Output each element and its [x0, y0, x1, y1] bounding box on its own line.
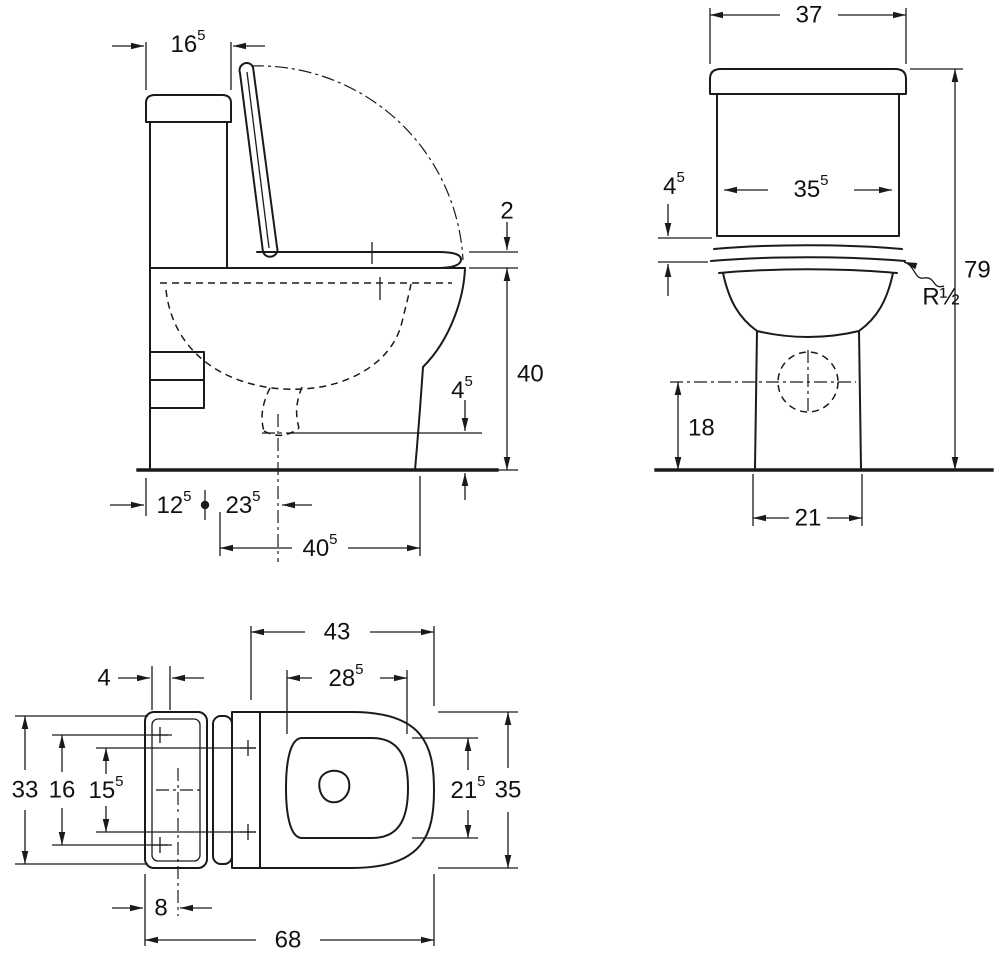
dim-top-opening-length-label: 285 — [328, 661, 363, 692]
dim-side-seat-thickness-label: 2 — [500, 198, 513, 225]
front-view-geometry — [654, 68, 994, 472]
supply-connection — [149, 351, 205, 409]
dim-side-rim-height-label: 40 — [517, 361, 544, 388]
dim-top-seat-width-label: 35 — [495, 777, 522, 804]
open-lid-inner-line — [246, 71, 270, 249]
front-view-dimensions: 37 45 355 79 R½ 18 21 — [658, 2, 991, 532]
dim-side-outlet-setback-label: 235 — [225, 488, 260, 519]
dim-top-bowl-length-label: 43 — [324, 619, 351, 646]
dim-side-rear-clearance-label: 125 — [156, 488, 191, 519]
bowl-opening-plan — [285, 737, 409, 839]
lid-swing-arc — [250, 65, 464, 261]
dim-side-pan-depth-label: 405 — [302, 531, 337, 562]
hinge-tick-marks — [371, 242, 381, 300]
top-view-dimensions: 43 285 4 33 16 155 215 35 8 68 — [12, 619, 522, 954]
seat-profile — [256, 251, 462, 269]
seat-plan-outline — [231, 711, 435, 869]
cistern-body-outline — [149, 121, 228, 269]
side-view: 165 2 40 45 125 235 405 — [110, 27, 544, 562]
water-spot-plan — [318, 769, 351, 804]
side-extension-lines — [145, 42, 518, 556]
side-view-geometry — [136, 62, 499, 562]
top-extension-lines — [15, 626, 518, 946]
trap-hidden — [261, 386, 303, 437]
top-view-geometry — [144, 711, 435, 916]
tank-centre-cross — [156, 768, 200, 916]
front-view: 37 45 355 79 R½ 18 21 — [654, 2, 994, 532]
dim-dot-terminator — [200, 500, 210, 510]
cistern-lid-outline — [145, 94, 232, 123]
cistern-lid-front — [709, 68, 907, 95]
dim-front-tank-width-label: 37 — [796, 2, 823, 29]
dim-top-tank-hole-offset-label: 4 — [97, 665, 110, 692]
dim-side-outlet-drop-label: 45 — [451, 373, 473, 404]
radius-leader-squiggle — [903, 261, 945, 288]
dim-front-tank-seat-gap-label: 45 — [663, 169, 685, 200]
dim-top-tank-hole-spacing-label: 16 — [49, 777, 76, 804]
tank-plan-outline — [144, 711, 208, 869]
dim-top-hinge-hole-spacing-label: 155 — [88, 773, 123, 804]
outlet-centerlines-front — [670, 350, 856, 414]
open-lid-profile — [238, 62, 279, 258]
front-extension-lines — [658, 8, 963, 526]
dim-top-opening-width-label: 215 — [450, 773, 485, 804]
dim-front-seat-radius-label: R½ — [922, 284, 959, 311]
bowl-pedestal-front — [722, 272, 894, 469]
bowl-front-profile — [414, 267, 466, 471]
dim-front-tank-inner-width-label: 355 — [793, 172, 828, 203]
top-view: 43 285 4 33 16 155 215 35 8 68 — [12, 619, 522, 954]
side-view-dimensions: 165 2 40 45 125 235 405 — [110, 27, 544, 562]
bowl-cavity-hidden — [165, 283, 412, 390]
dim-front-inlet-height-label: 18 — [688, 415, 715, 442]
dim-top-total-depth-label: 68 — [275, 927, 302, 954]
cistern-body-front — [716, 93, 900, 237]
dim-top-tank-depth-label: 33 — [12, 777, 39, 804]
dim-front-total-height-label: 79 — [964, 257, 991, 284]
dim-top-rear-offset-label: 8 — [154, 895, 167, 922]
hinge-band-plan — [212, 715, 233, 865]
dim-front-base-width-label: 21 — [795, 505, 822, 532]
seat-front-lines — [710, 244, 906, 274]
dim-side-tank-top-depth-label: 165 — [170, 27, 205, 58]
